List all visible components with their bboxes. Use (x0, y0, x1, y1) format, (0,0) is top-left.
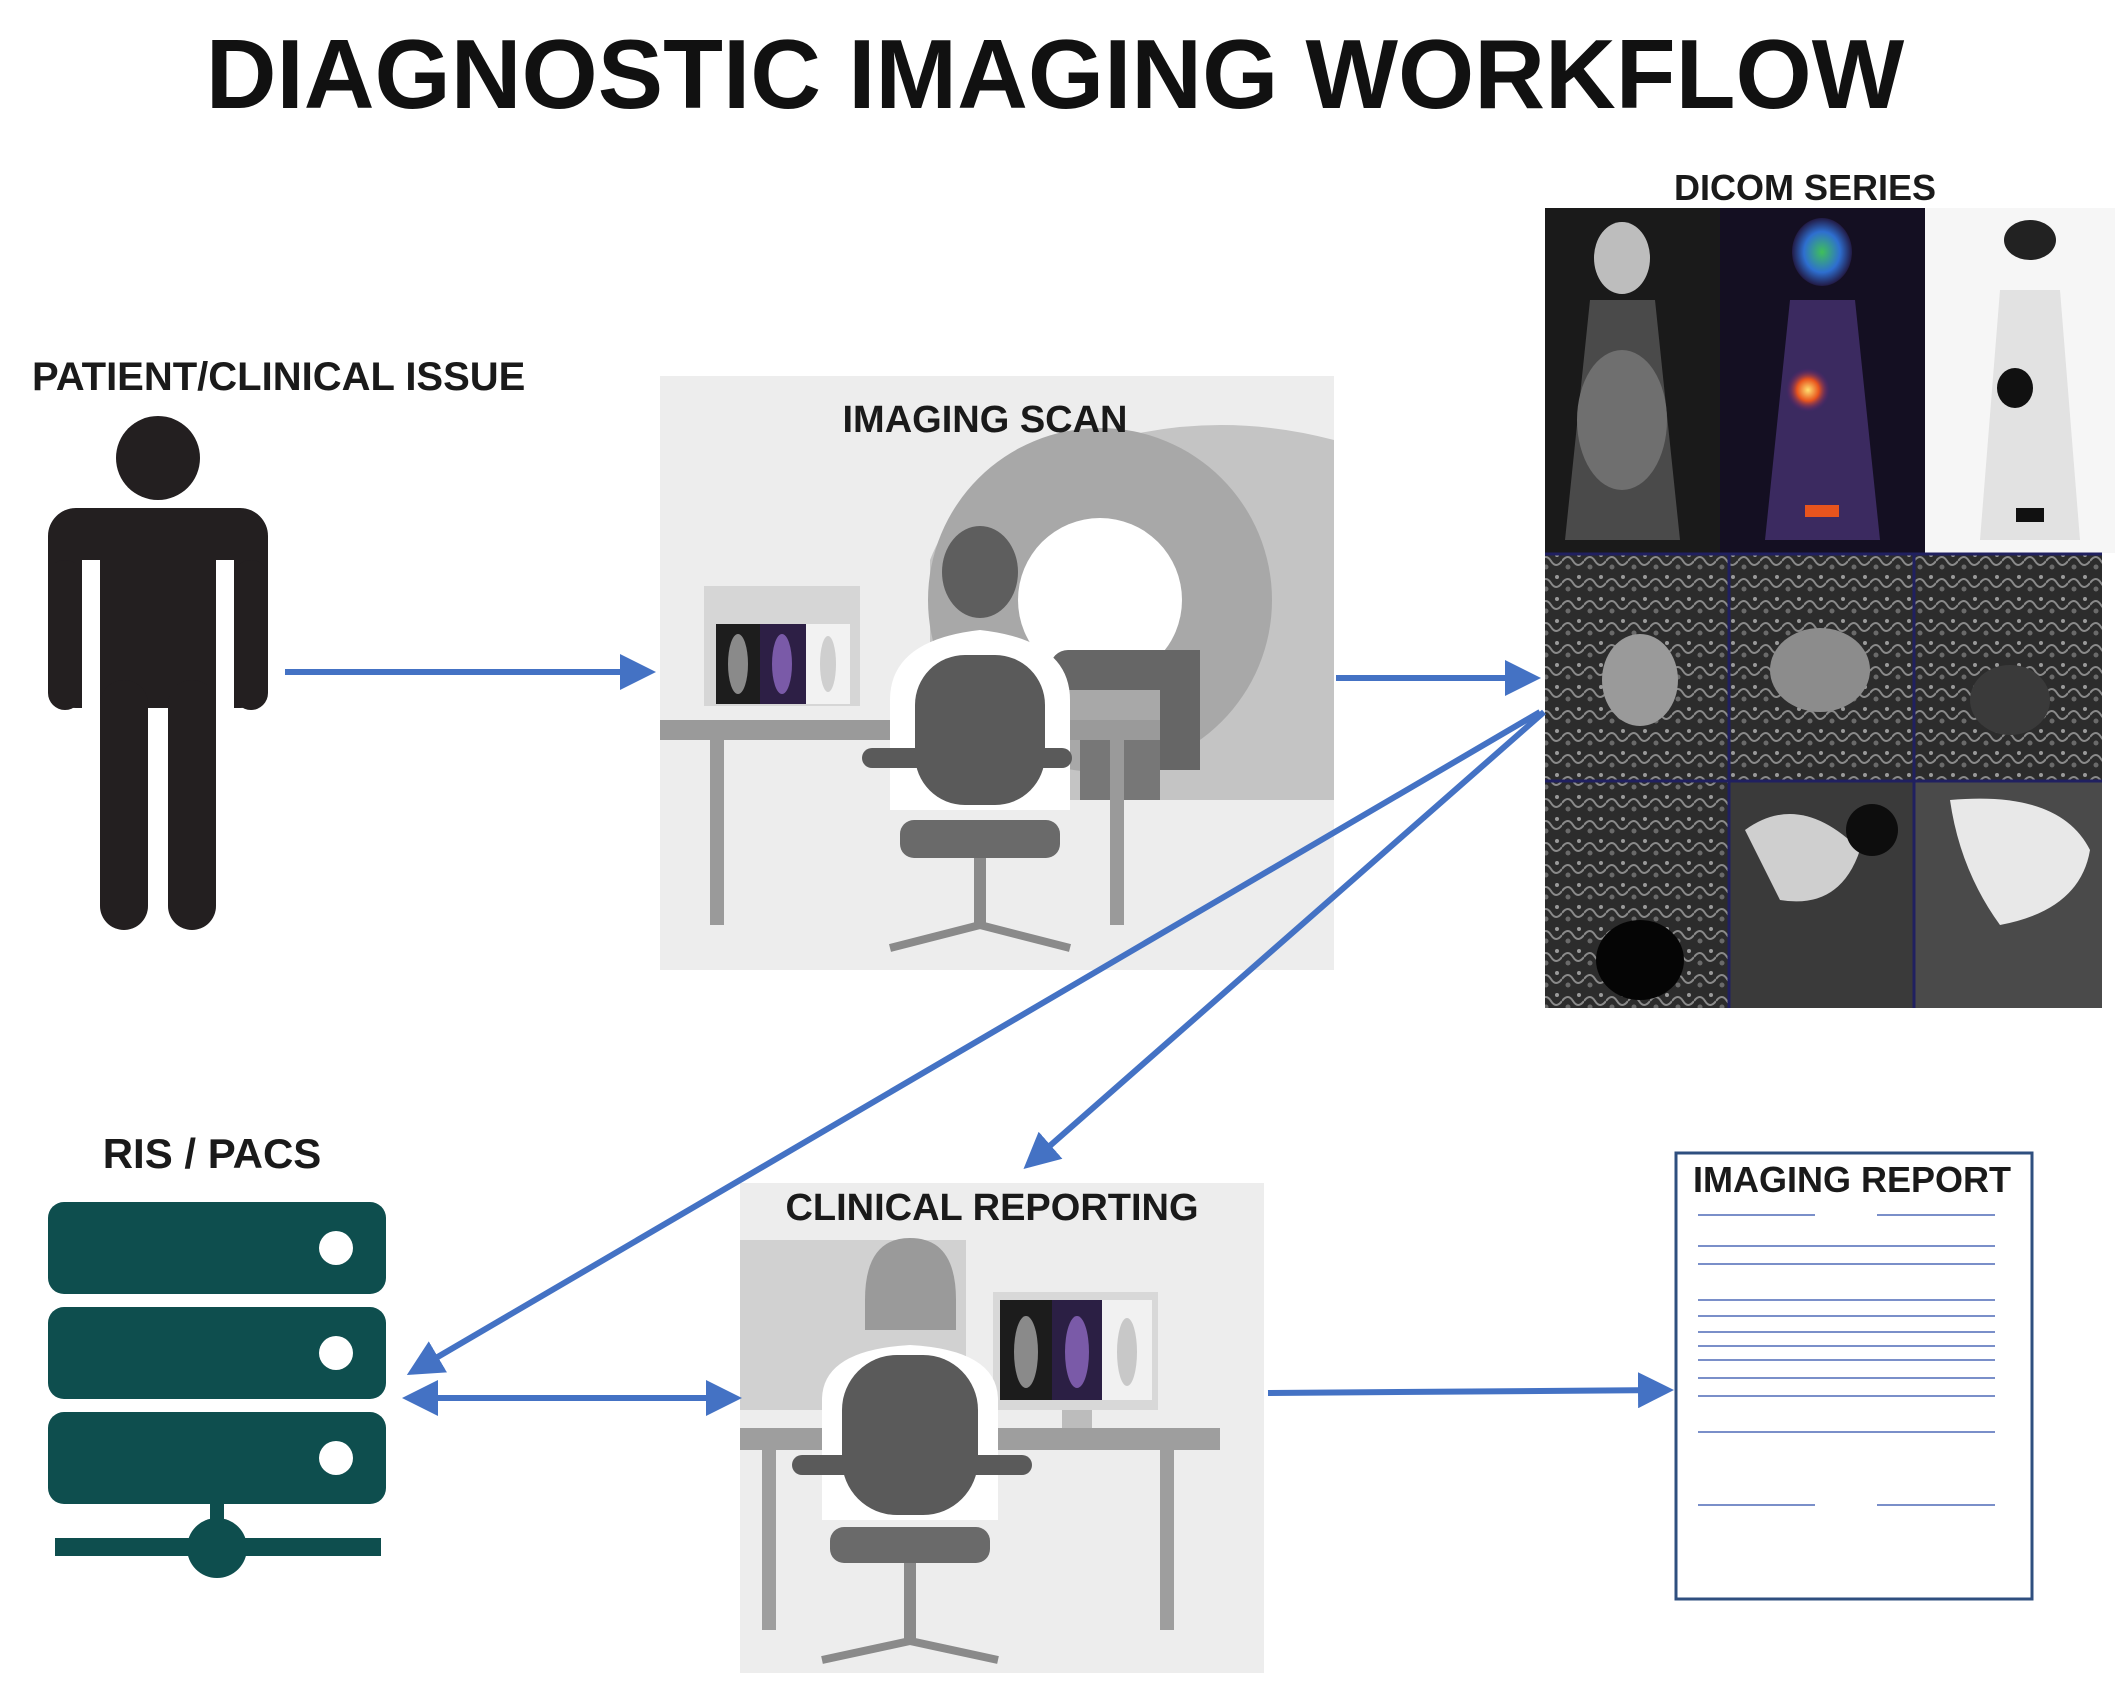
clinical-reporting-node: CLINICAL REPORTING (740, 1183, 1264, 1673)
clinical-reporting-label: CLINICAL REPORTING (785, 1187, 1198, 1229)
document-icon (1674, 1151, 2034, 1601)
imaging-scan-label: IMAGING SCAN (843, 399, 1128, 441)
ris-pacs-node: RIS / PACS (48, 1130, 386, 1578)
medical-image-grid (1545, 208, 2115, 1008)
arrow-dicom-to-pacs (406, 709, 1542, 1376)
dicom-series-label: DICOM SERIES (1674, 167, 1936, 208)
diagram-title: DIAGNOSTIC IMAGING WORKFLOW (206, 19, 1905, 129)
imaging-report-label: IMAGING REPORT (1693, 1159, 2011, 1200)
imaging-scan-node: IMAGING SCAN (660, 376, 1334, 970)
dicom-series-node: DICOM SERIES (1545, 167, 2115, 1008)
arrow-dicom-to-reporting (1023, 709, 1546, 1169)
report-text-lines (1698, 1214, 1995, 1506)
patient-node: PATIENT/CLINICAL ISSUE (32, 355, 525, 938)
server-icon (48, 1202, 386, 1578)
imaging-report-node: IMAGING REPORT (1674, 1151, 2034, 1601)
arrow-reporting-to-report (1267, 1372, 1674, 1409)
patient-label: PATIENT/CLINICAL ISSUE (32, 355, 525, 399)
person-icon (48, 416, 268, 930)
ris-pacs-label: RIS / PACS (103, 1130, 322, 1177)
workflow-arrows (285, 654, 1674, 1416)
